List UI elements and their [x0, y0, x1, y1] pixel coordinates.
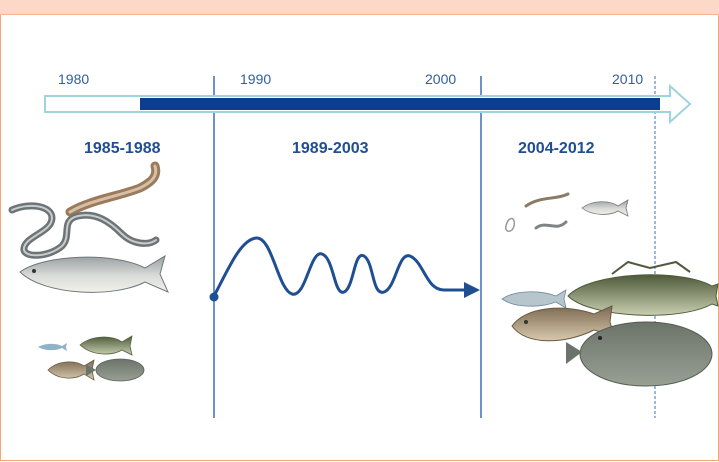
- year-label-2000: 2000: [425, 71, 456, 87]
- cod-icon: [79, 335, 133, 356]
- year-label-2010: 2010: [612, 71, 643, 87]
- hagfish-icon: [65, 161, 161, 217]
- cod-icon: [511, 305, 615, 342]
- period-label-3: 2004-2012: [518, 140, 595, 157]
- small-fish-icon: [38, 343, 67, 351]
- header-band: [0, 0, 719, 15]
- herring-icon: [19, 254, 169, 293]
- herring-icon: [581, 199, 629, 217]
- period-label-2: 1989-2003: [292, 140, 369, 157]
- fluctuation-wave: [209, 236, 480, 302]
- year-label-1990: 1990: [240, 71, 271, 87]
- timeline-bar: [140, 98, 660, 110]
- period-label-1: 1985-1988: [84, 140, 161, 157]
- cod-icon: [567, 260, 719, 316]
- pollock-icon: [501, 289, 567, 309]
- eel-icon: [504, 192, 570, 232]
- flatfish-icon: [86, 358, 145, 382]
- flatfish-icon: [566, 321, 713, 387]
- year-label-1980: 1980: [58, 71, 89, 87]
- eel-icon: [8, 202, 160, 259]
